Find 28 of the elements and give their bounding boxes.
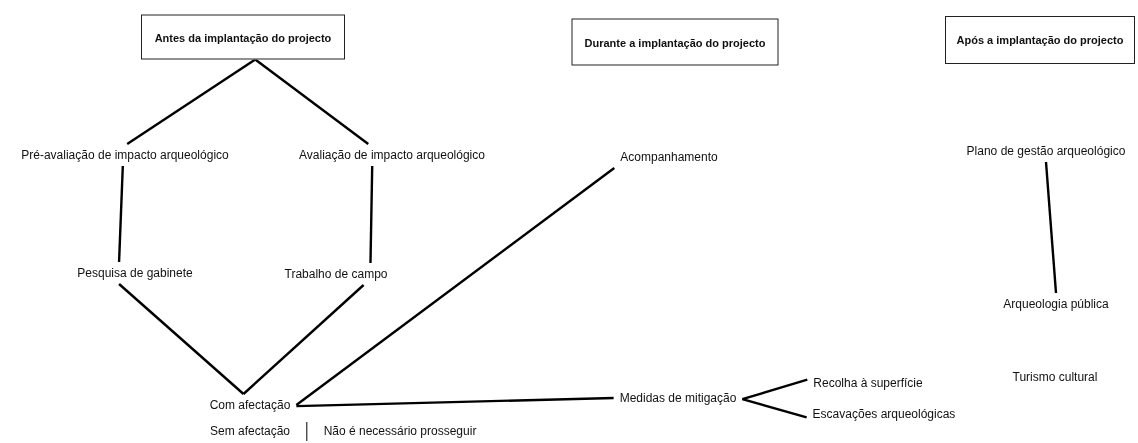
step-label: Com afectação [203, 394, 297, 416]
connector-line [1044, 161, 1058, 294]
stage-box: Antes da implantação do projecto [141, 14, 345, 60]
stage-box: Após a implantação do projecto [945, 16, 1135, 64]
step-label: Avaliação de impacto arqueológico [293, 144, 491, 166]
step-label: Arqueologia pública [997, 293, 1115, 315]
step-label: Trabalho de campo [278, 263, 394, 285]
connector-line [117, 165, 124, 263]
step-label: Não é necessário prosseguir [317, 420, 483, 442]
connector-line [118, 283, 245, 395]
step-label: Plano de gestão arqueológico [960, 140, 1132, 162]
connector-line [742, 397, 807, 419]
connector-line [369, 165, 374, 264]
stage-box: Durante a implantação do projecto [571, 18, 779, 66]
step-label: Acompanhamento [614, 146, 724, 168]
connector-line [126, 58, 256, 145]
connector-line [742, 378, 808, 401]
connector-line [254, 58, 369, 145]
step-label: Sem afectação [204, 420, 296, 442]
step-label: Turismo cultural [1006, 366, 1104, 388]
step-label: Medidas de mitigação [613, 387, 743, 409]
step-label: Recolha à superfície [807, 372, 929, 394]
connector-line [296, 396, 614, 408]
step-label: Escavações arqueológicas [806, 403, 962, 425]
step-label: Pesquisa de gabinete [71, 262, 199, 284]
connector-line [242, 284, 365, 395]
connector-line [295, 167, 615, 406]
step-label: Pré-avaliação de impacto arqueológico [15, 144, 235, 166]
